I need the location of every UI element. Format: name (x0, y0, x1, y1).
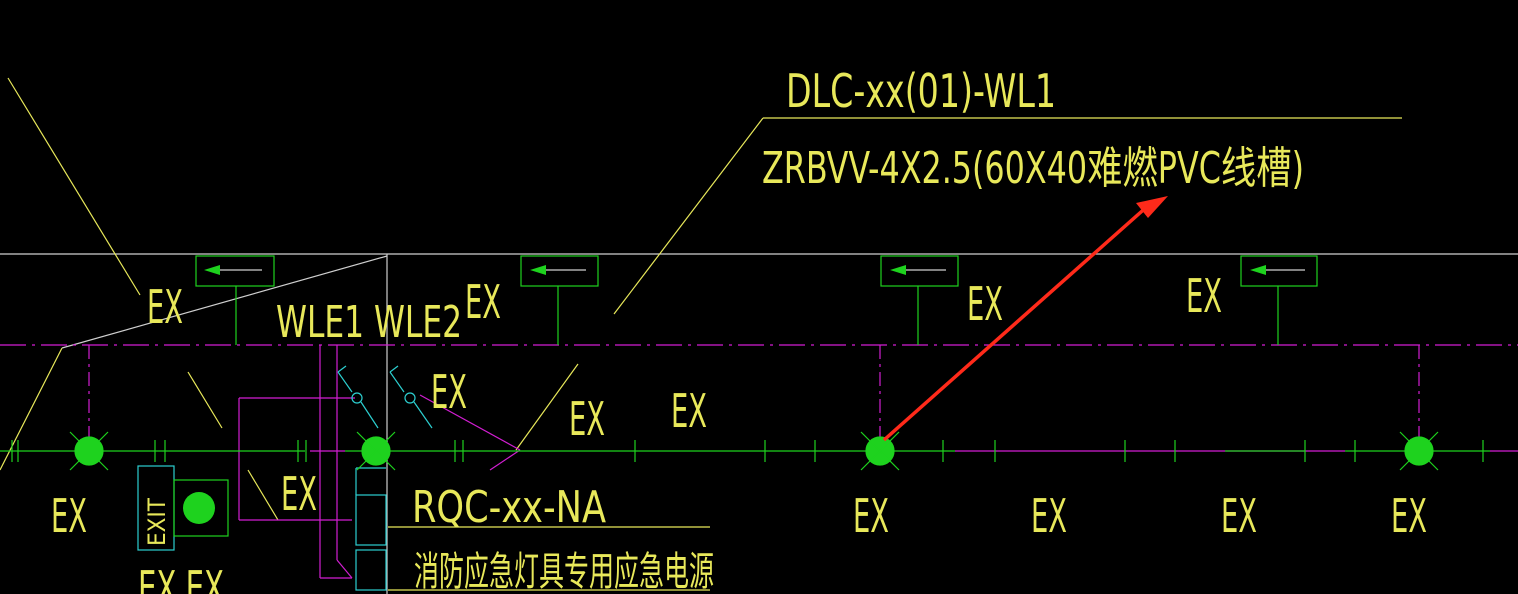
ex-label: EX (1186, 269, 1222, 323)
ex-label: EX (281, 467, 317, 521)
lighting-circuit (0, 286, 1490, 462)
panel-id-label: RQC-xx-NA (412, 482, 606, 533)
green-dot-icon (183, 492, 215, 524)
wall-lines (0, 253, 1518, 594)
leader-lines (0, 77, 1402, 591)
ex-label: EX (671, 384, 707, 438)
green-dot-icon (1399, 431, 1439, 471)
green-dot-icon (356, 431, 396, 471)
exit-sign-box-2 (520, 255, 599, 287)
fixture-labels: EX EX EX EX EX EX EX EX EX EX EX EX EX E… (51, 269, 1427, 594)
ex-label: EX (147, 280, 183, 334)
bottom-left-label: EX EX (138, 561, 224, 594)
ex-label: EX (1391, 489, 1427, 543)
exit-sign-box-3 (880, 255, 959, 287)
panel-desc-label: 消防应急灯具专用应急电源 (414, 549, 714, 594)
circuit-label: WLE1 WLE2 (276, 297, 462, 348)
exit-sign: EXIT (137, 465, 229, 551)
exit-sign-box-1 (195, 255, 275, 287)
green-dot-icon (69, 431, 109, 471)
exit-sign-text: EXIT (143, 497, 171, 546)
green-dot-icon (860, 431, 900, 471)
ex-label: EX (1221, 489, 1257, 543)
ex-label: EX (465, 275, 501, 329)
ex-label: EX (967, 277, 1003, 331)
ex-label: EX (569, 392, 605, 446)
light-fixtures (69, 431, 1439, 471)
cable-id-label: DLC-xx(01)-WL1 (786, 64, 1056, 118)
ex-label: EX (1031, 489, 1067, 543)
switch-symbols (337, 365, 433, 591)
red-arrow-icon (882, 196, 1168, 442)
cable-spec-label: ZRBVV-4X2.5(60X40难燃PVC线槽) (762, 143, 1304, 194)
ex-label: EX (431, 365, 467, 419)
ex-label: EX (51, 489, 87, 543)
emergency-circuit (0, 344, 1518, 579)
exit-sign-box-4 (1240, 255, 1318, 287)
ex-label: EX (853, 489, 889, 543)
